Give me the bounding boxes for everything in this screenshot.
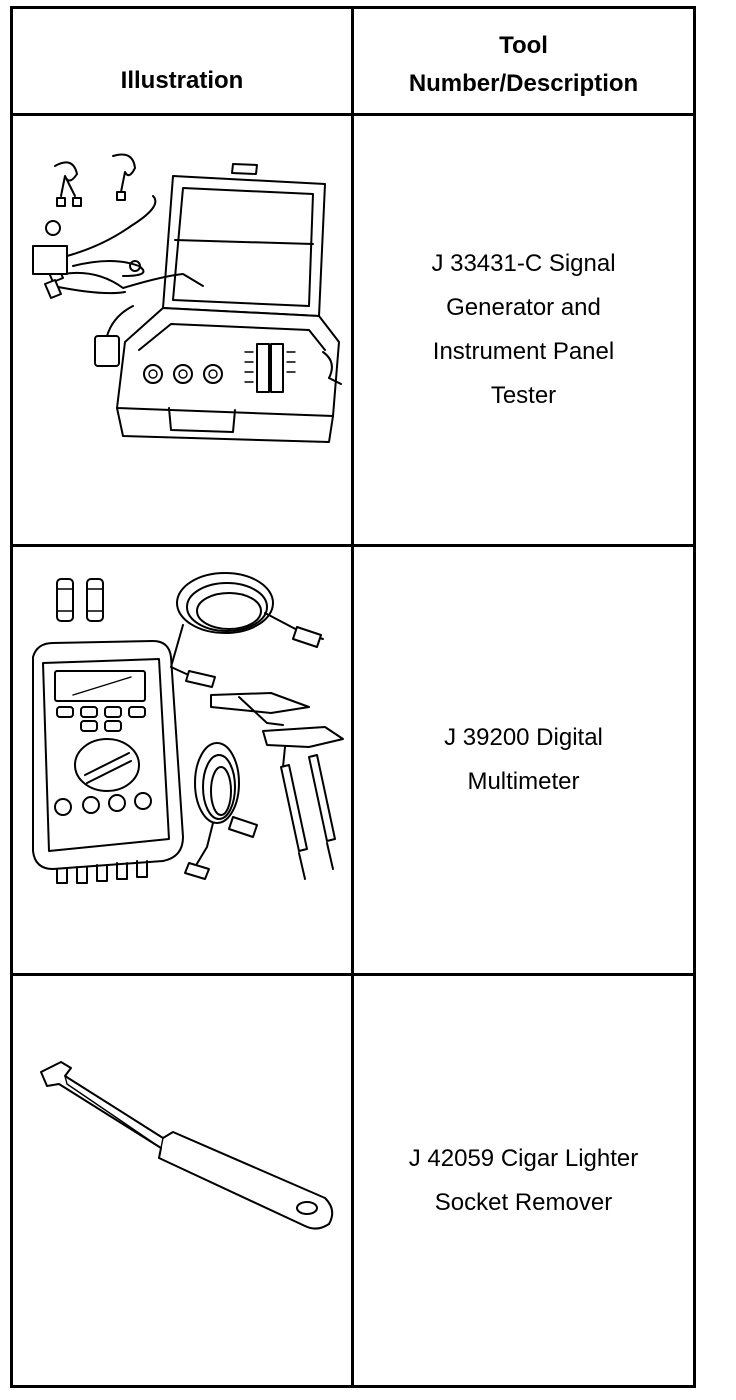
tool-table: Illustration Tool Number/Description <box>10 6 696 1388</box>
table-row <box>13 547 351 973</box>
table-border-right <box>693 6 696 1388</box>
digital-multimeter-icon <box>32 572 344 884</box>
header-tool-description: Tool Number/Description <box>408 32 639 97</box>
header-illustration: Illustration <box>120 66 244 94</box>
signal-generator-case-icon <box>32 153 342 443</box>
tool-description: J 39200 Digital Multimeter <box>444 724 603 795</box>
tool-description: J 42059 Cigar Lighter Socket Remover <box>408 1144 639 1216</box>
table-border-left <box>10 6 13 1388</box>
tool-description: J 33431-C Signal Generator and Instrumen… <box>431 250 616 409</box>
socket-remover-tool-icon <box>40 1061 334 1230</box>
column-divider <box>351 6 354 1388</box>
table-row <box>13 116 351 544</box>
table-row <box>13 976 351 1385</box>
